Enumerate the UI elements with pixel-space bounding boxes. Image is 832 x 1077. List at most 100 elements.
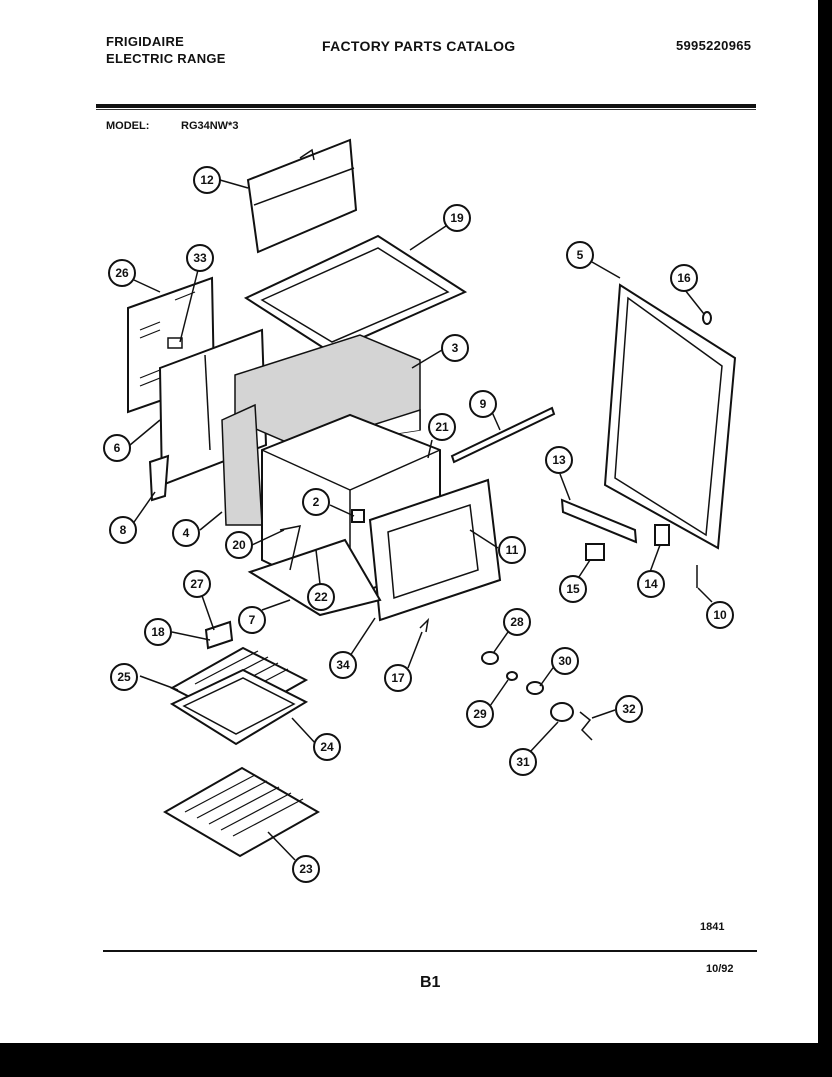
callout-23: 23 <box>292 855 320 883</box>
callout-25: 25 <box>110 663 138 691</box>
svg-text:26: 26 <box>115 266 129 280</box>
callout-8: 8 <box>109 516 137 544</box>
catalog-title: FACTORY PARTS CATALOG <box>322 38 516 54</box>
diagram-number: 1841 <box>700 921 725 933</box>
svg-text:3: 3 <box>452 341 459 355</box>
svg-text:34: 34 <box>336 658 350 672</box>
header-rule-thin <box>96 109 756 110</box>
callout-33: 33 <box>186 244 214 272</box>
callout-30: 30 <box>551 647 579 675</box>
callout-21: 21 <box>428 413 456 441</box>
callout-32: 32 <box>615 695 643 723</box>
model-value: RG34NW*3 <box>181 120 239 132</box>
callout-28: 28 <box>503 608 531 636</box>
svg-text:21: 21 <box>435 420 449 434</box>
svg-text:14: 14 <box>644 577 658 591</box>
part-20-shape <box>279 525 301 571</box>
callout-29: 29 <box>466 700 494 728</box>
model-label: MODEL: <box>106 120 150 132</box>
svg-text:29: 29 <box>473 707 487 721</box>
svg-text:12: 12 <box>200 173 214 187</box>
svg-text:22: 22 <box>314 590 328 604</box>
callout-26: 26 <box>108 259 136 287</box>
part-32-shape <box>579 711 593 741</box>
part-14-shape <box>654 524 670 546</box>
svg-text:4: 4 <box>183 526 190 540</box>
svg-text:24: 24 <box>320 740 334 754</box>
svg-text:5: 5 <box>577 248 584 262</box>
part-19-shape <box>243 234 468 354</box>
part-27-shape <box>204 620 234 650</box>
part-15-shape <box>585 543 605 561</box>
svg-text:23: 23 <box>299 862 313 876</box>
part-7-shape <box>247 538 382 617</box>
svg-text:7: 7 <box>249 613 256 627</box>
exploded-parts-diagram: 12 19 26 33 3 5 16 6 9 21 13 2 8 4 11 20… <box>103 138 737 883</box>
svg-text:16: 16 <box>677 271 691 285</box>
callout-16: 16 <box>670 264 698 292</box>
callout-17: 17 <box>384 664 412 692</box>
callout-4: 4 <box>172 519 200 547</box>
header-rule <box>96 104 756 108</box>
svg-text:28: 28 <box>510 615 524 629</box>
svg-text:17: 17 <box>391 671 405 685</box>
svg-text:20: 20 <box>232 538 246 552</box>
part-4-shape <box>221 403 263 526</box>
callout-13: 13 <box>545 446 573 474</box>
svg-text:15: 15 <box>566 582 580 596</box>
catalog-part-number: 5995220965 <box>676 38 752 53</box>
svg-text:31: 31 <box>516 755 530 769</box>
svg-text:8: 8 <box>120 523 127 537</box>
part-5-shape <box>603 283 737 550</box>
part-24-shape <box>169 668 309 746</box>
callout-3: 3 <box>441 334 469 362</box>
leader-lines <box>129 179 713 861</box>
callout-22: 22 <box>307 583 335 611</box>
callout-15: 15 <box>559 575 587 603</box>
svg-text:2: 2 <box>313 495 320 509</box>
callout-9: 9 <box>469 390 497 418</box>
svg-text:11: 11 <box>506 543 519 557</box>
catalog-sheet: FRIGIDAIRE ELECTRIC RANGE FACTORY PARTS … <box>0 0 818 1043</box>
callout-12: 12 <box>193 166 221 194</box>
part-17-shape <box>419 617 430 633</box>
callout-34: 34 <box>329 651 357 679</box>
svg-text:27: 27 <box>190 577 204 591</box>
page-code: B1 <box>420 974 441 991</box>
part-13-shape <box>560 498 638 544</box>
svg-text:18: 18 <box>151 625 165 639</box>
callout-19: 19 <box>443 204 471 232</box>
part-16-shape <box>702 311 712 325</box>
svg-text:32: 32 <box>622 702 636 716</box>
part-31-shape <box>550 702 574 722</box>
svg-text:13: 13 <box>552 453 566 467</box>
svg-text:9: 9 <box>480 397 487 411</box>
callout-24: 24 <box>313 733 341 761</box>
part-34-shape <box>368 478 502 622</box>
brand-block: FRIGIDAIRE ELECTRIC RANGE <box>106 33 226 67</box>
callout-2: 2 <box>302 488 330 516</box>
callout-11: 11 <box>498 536 526 564</box>
callout-20: 20 <box>225 531 253 559</box>
part-23-shape <box>163 766 321 858</box>
part-8-shape <box>148 454 170 502</box>
catalog-date: 10/92 <box>706 963 734 975</box>
callout-10: 10 <box>706 601 734 629</box>
callout-14: 14 <box>637 570 665 598</box>
svg-text:10: 10 <box>713 608 727 622</box>
product-line: ELECTRIC RANGE <box>106 51 226 66</box>
part-12-shape <box>246 138 358 254</box>
callout-7: 7 <box>238 606 266 634</box>
callout-27: 27 <box>183 570 211 598</box>
callout-5: 5 <box>566 241 594 269</box>
svg-text:19: 19 <box>450 211 464 225</box>
svg-text:33: 33 <box>193 251 207 265</box>
part-9-shape <box>450 406 556 464</box>
callout-6: 6 <box>103 434 131 462</box>
svg-text:6: 6 <box>114 441 121 455</box>
callout-18: 18 <box>144 618 172 646</box>
svg-text:30: 30 <box>558 654 572 668</box>
part-29-shape <box>506 671 518 681</box>
brand-name: FRIGIDAIRE <box>106 34 185 49</box>
part-30-shape <box>526 681 544 695</box>
